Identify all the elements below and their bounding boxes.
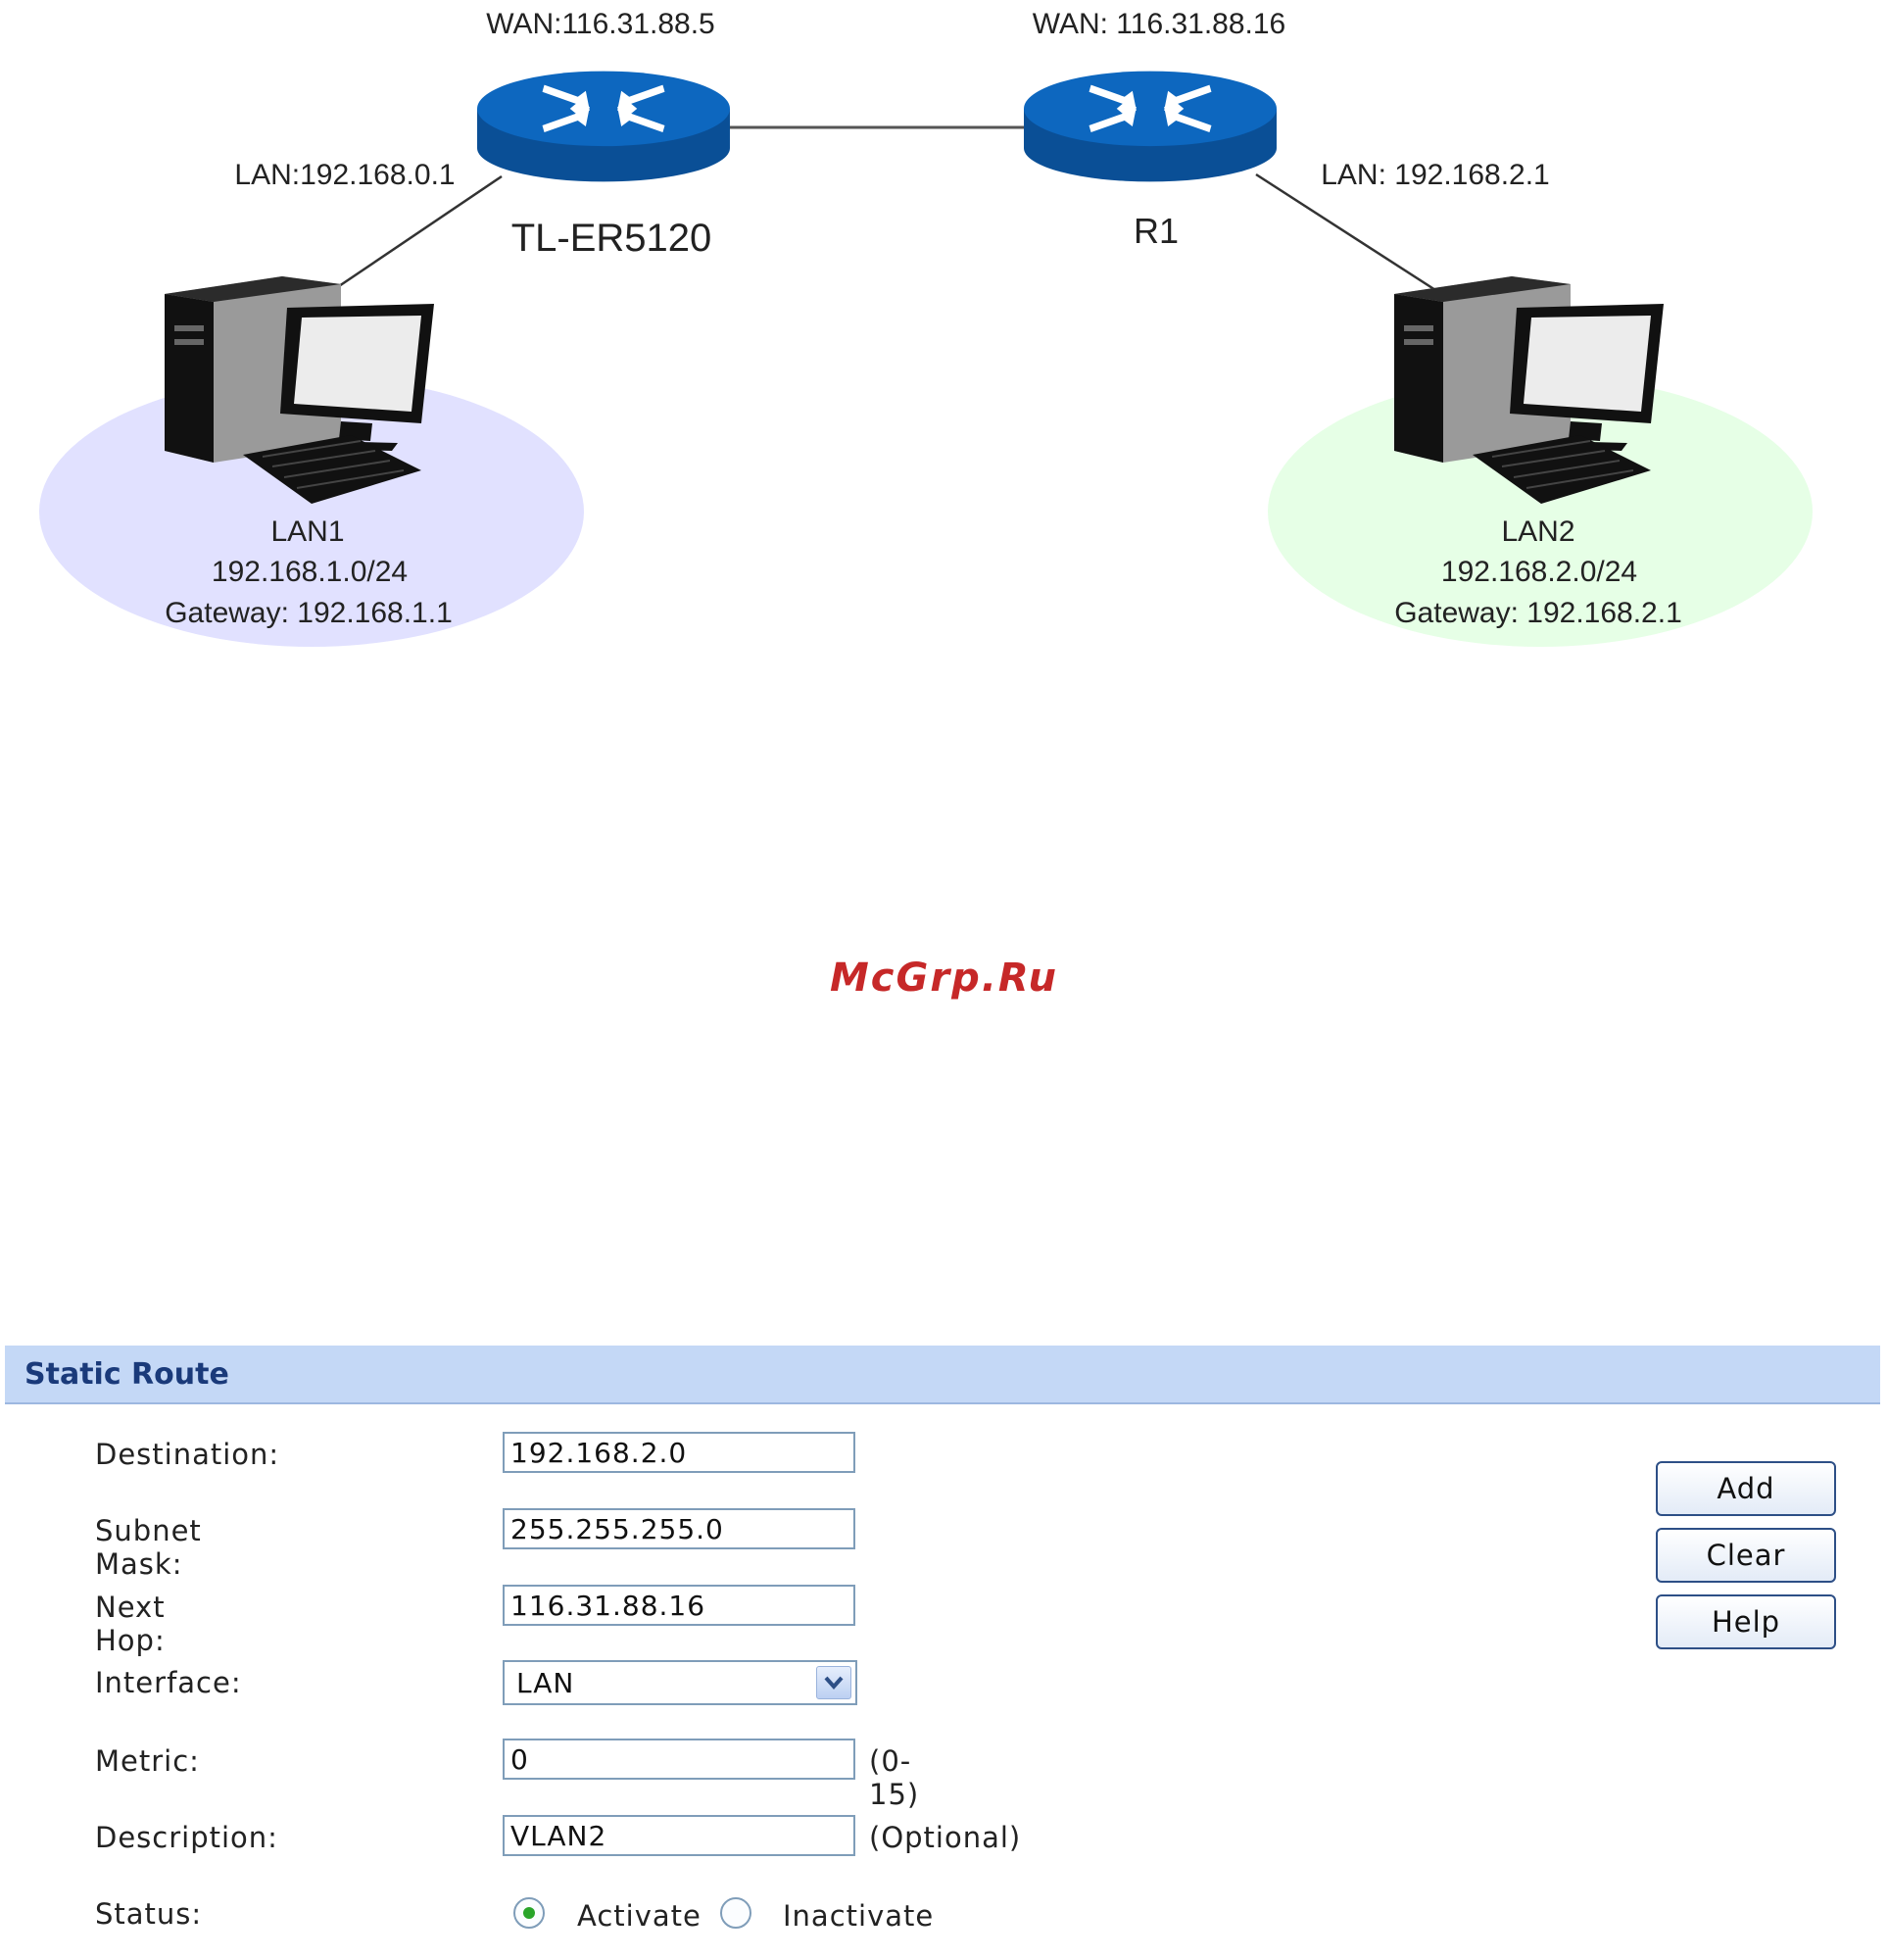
metric-label: Metric: (95, 1744, 200, 1778)
description-label: Description: (95, 1821, 278, 1854)
chevron-down-icon[interactable] (816, 1666, 851, 1699)
router1-wan-label: WAN:116.31.88.5 (486, 8, 714, 40)
destination-input[interactable] (503, 1432, 855, 1473)
network-diagram: WAN:116.31.88.5 LAN:192.168.0.1 TL-ER512… (39, 8, 1813, 647)
activate-radio-label[interactable]: Activate (577, 1899, 702, 1933)
subnet-mask-label: Subnet Mask: (95, 1514, 202, 1581)
router-icon (1024, 71, 1277, 182)
router1-lan-label: LAN:192.168.0.1 (234, 159, 455, 191)
router2-name: R1 (1134, 211, 1179, 251)
next-hop-input[interactable] (503, 1585, 855, 1626)
inactivate-radio[interactable] (720, 1897, 751, 1929)
watermark: McGrp.Ru (830, 956, 1058, 1001)
metric-range-hint: (0-15) (869, 1744, 920, 1811)
description-input[interactable] (503, 1815, 855, 1856)
panel-title: Static Route (24, 1357, 229, 1392)
router2-wan-label: WAN: 116.31.88.16 (1033, 8, 1286, 40)
panel-header: Static Route (5, 1346, 1880, 1404)
lan2-name: LAN2 (1501, 515, 1574, 548)
activate-radio[interactable] (513, 1897, 545, 1929)
help-button[interactable]: Help (1656, 1594, 1836, 1649)
lan1-subnet: 192.168.1.0/24 (212, 556, 408, 588)
lan2-subnet: 192.168.2.0/24 (1441, 556, 1637, 588)
metric-input[interactable] (503, 1739, 855, 1780)
router-icon (477, 71, 730, 182)
interface-label: Interface: (95, 1666, 242, 1699)
destination-label: Destination: (95, 1438, 280, 1471)
next-hop-label: Next Hop: (95, 1591, 166, 1657)
description-optional-hint: (Optional) (869, 1821, 1022, 1854)
clear-button[interactable]: Clear (1656, 1528, 1836, 1583)
static-route-panel: Static Route Destination: Subnet Mask: N… (5, 1346, 1880, 1953)
status-label: Status: (95, 1897, 203, 1931)
subnet-mask-input[interactable] (503, 1508, 855, 1549)
interface-select-value: LAN (516, 1667, 575, 1699)
lan1-link (338, 174, 503, 288)
lan1-name: LAN1 (270, 515, 344, 548)
interface-select[interactable]: LAN (503, 1660, 857, 1705)
status-row: Status: Activate Inactivate (5, 1891, 1083, 1936)
add-button[interactable]: Add (1656, 1461, 1836, 1516)
lan2-link (1255, 172, 1447, 299)
inactivate-radio-label[interactable]: Inactivate (783, 1899, 935, 1933)
router2-lan-label: LAN: 192.168.2.1 (1321, 159, 1550, 191)
lan2-gateway: Gateway: 192.168.2.1 (1394, 597, 1682, 629)
router1-name: TL-ER5120 (511, 217, 712, 260)
lan1-gateway: Gateway: 192.168.1.1 (165, 597, 453, 629)
